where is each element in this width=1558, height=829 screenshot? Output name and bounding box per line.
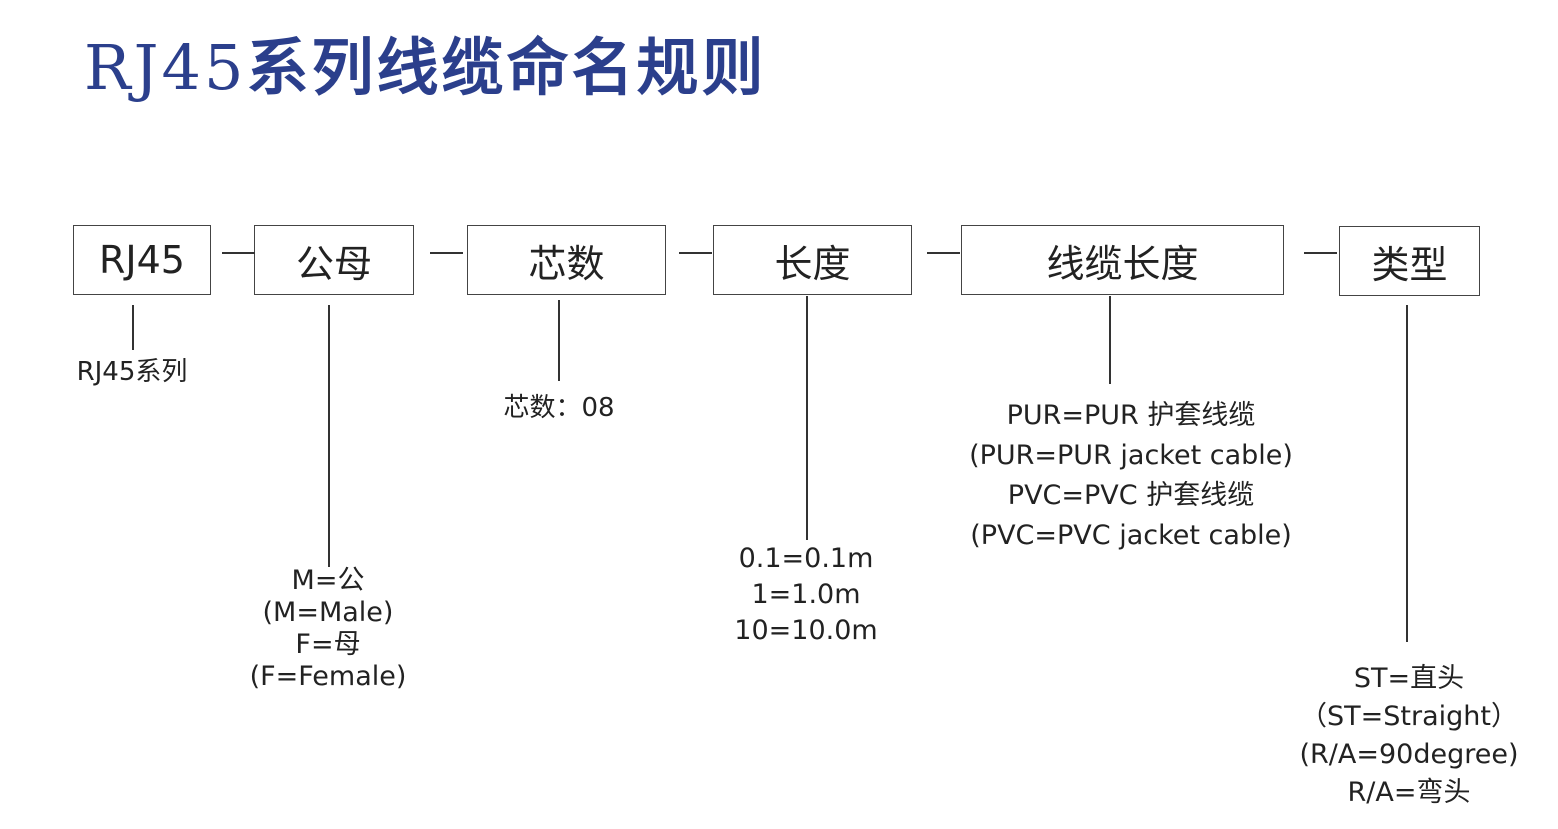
connector-line-gender [328, 305, 330, 567]
description-line: (PVC=PVC jacket cable) [970, 520, 1292, 551]
description-line: (M=Male) [262, 597, 394, 628]
description-cores: 芯数：08 [468, 392, 650, 424]
description-line: (R/A=90degree) [1299, 739, 1519, 770]
description-line: 0.1=0.1m [738, 543, 874, 574]
description-cable-jacket: PUR=PUR 护套线缆 (PUR=PUR jacket cable) PVC=… [950, 396, 1312, 556]
description-line: 10=10.0m [734, 615, 878, 646]
description-line: M=公 [291, 565, 365, 596]
description-line: (F=Female) [249, 661, 407, 692]
connector-line-length [806, 296, 808, 540]
description-line: F=母 [295, 629, 361, 660]
segment-box-cable-jacket: 线缆长度 [961, 225, 1284, 295]
description-gender: M=公 (M=Male) F=母 (F=Female) [208, 565, 448, 693]
description-line: PUR=PUR 护套线缆 [1006, 400, 1256, 431]
segment-box-length: 长度 [713, 225, 912, 295]
title-cjk: 系列线缆命名规则 [246, 31, 767, 104]
description-type: ST=直头 （ST=Straight） (R/A=90degree) R/A=弯… [1280, 660, 1538, 812]
description-line: 1=1.0m [751, 579, 861, 610]
description-line: ST=直头 [1353, 663, 1465, 694]
page-title: RJ45系列线缆命名规则 [84, 26, 766, 110]
separator-dash [679, 252, 712, 254]
description-line: R/A=弯头 [1347, 777, 1471, 808]
connector-line-cable-jacket [1109, 296, 1111, 384]
description-rj45: RJ45系列 [52, 356, 212, 388]
connector-line-cores [558, 300, 560, 381]
segment-box-gender: 公母 [254, 225, 414, 295]
segment-box-cores: 芯数 [467, 225, 666, 295]
separator-dash [1304, 252, 1337, 254]
separator-dash [430, 252, 463, 254]
description-line: (PUR=PUR jacket cable) [969, 440, 1293, 471]
segment-box-type: 类型 [1339, 226, 1480, 296]
description-length: 0.1=0.1m 1=1.0m 10=10.0m [700, 541, 912, 649]
description-line: 芯数：08 [503, 393, 615, 423]
segment-box-rj45: RJ45 [73, 225, 211, 295]
connector-line-rj45 [132, 305, 134, 350]
separator-dash [927, 252, 960, 254]
title-latin: RJ45 [84, 31, 247, 104]
description-line: （ST=Straight） [1300, 701, 1518, 732]
description-line: RJ45系列 [76, 357, 188, 387]
separator-dash [222, 252, 255, 254]
connector-line-type [1406, 305, 1408, 642]
description-line: PVC=PVC 护套线缆 [1007, 480, 1255, 511]
